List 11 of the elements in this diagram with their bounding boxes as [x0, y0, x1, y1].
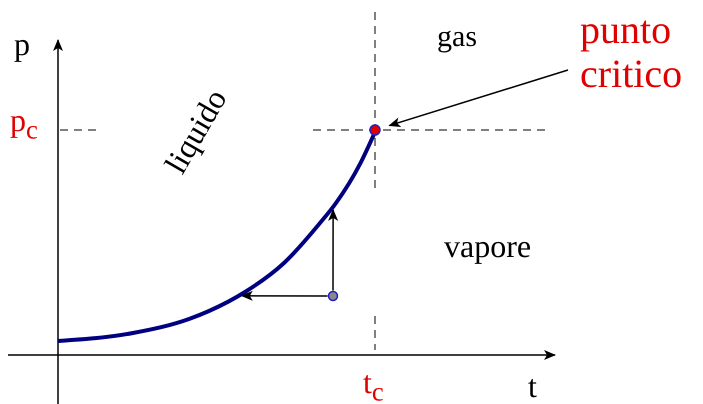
arrow — [328, 208, 338, 290]
callout-text: punto critico — [580, 8, 703, 96]
axis-label: p — [14, 28, 30, 60]
critical-point-marker — [369, 124, 381, 136]
axis-tick-label: t$_{c}$ — [363, 366, 384, 404]
arrow — [240, 290, 328, 301]
axis-label: t — [528, 370, 537, 402]
arrow — [388, 69, 568, 128]
region-label: gas — [437, 22, 477, 52]
axis-tick-label: p$_{c}$ — [10, 104, 38, 144]
region-label: vapore — [444, 230, 532, 262]
